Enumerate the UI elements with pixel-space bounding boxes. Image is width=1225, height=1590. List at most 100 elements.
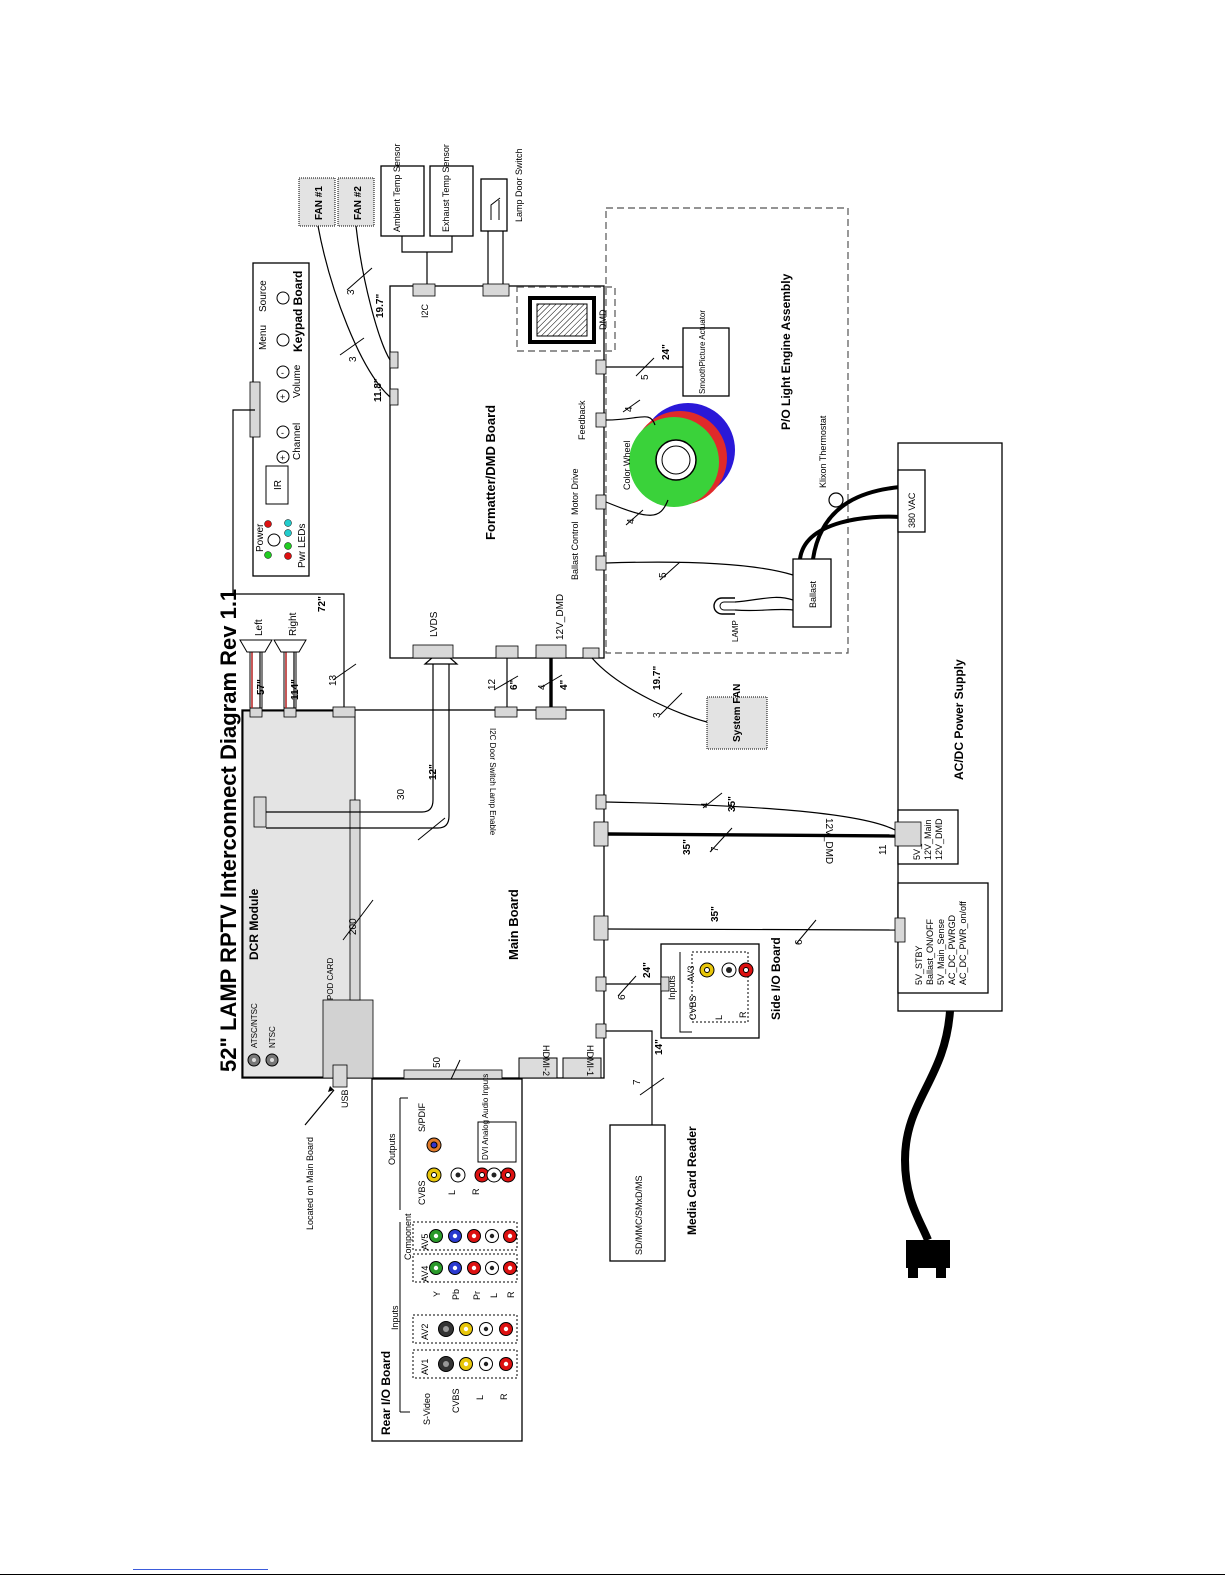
av4-pr-jack [467, 1261, 481, 1275]
in-l-label: L [475, 1395, 485, 1400]
rear-io-board [371, 1078, 523, 1442]
volume-down-button[interactable] [276, 365, 290, 379]
vac-label: 380 VAC [907, 492, 917, 528]
ambient-sensor-label: Ambient Temp Sensor [392, 144, 402, 232]
led-red-2 [284, 552, 292, 560]
power-button[interactable] [267, 533, 281, 547]
lamp-door-switch [480, 178, 508, 232]
wire-4b-label: 4 [700, 802, 711, 808]
ballast-control-conn [595, 555, 607, 571]
outputs-label: Outputs [387, 1133, 397, 1165]
v12dmd-formatter-conn [535, 644, 567, 659]
ntsc-label: NTSC [268, 1026, 277, 1048]
side-inputs-label: Inputs [667, 975, 677, 1000]
wire-5b-label: 5 [658, 572, 669, 578]
y-label: Y [432, 1291, 442, 1297]
in-cvbs-label: CVBS [451, 1388, 461, 1413]
keypad-board [252, 262, 310, 577]
av3-label: AV3 [686, 966, 696, 982]
diagram-title: 52" LAMP RPTV Interconnect Diagram Rev 1… [216, 589, 241, 1072]
ir-receiver [265, 465, 289, 505]
footer-link-underline[interactable] [133, 1569, 268, 1570]
comp-l-label: L [489, 1293, 499, 1298]
motor-wire [605, 499, 669, 516]
power-supply-label: AC/DC Power Supply [952, 659, 966, 780]
side-l-label: L [714, 1015, 724, 1020]
wire-57-label: 57" [256, 679, 267, 695]
av4-r-jack [503, 1261, 517, 1275]
lvds-connector [412, 644, 454, 659]
menu-button[interactable] [276, 333, 290, 347]
wire-4in-label: 4" [559, 679, 570, 690]
source-button[interactable] [276, 291, 290, 305]
klixon-label: Klixon Thermostat [818, 415, 828, 488]
av2-frame [412, 1314, 518, 1344]
hdmi-2-label: HDMI-2 [541, 1045, 551, 1076]
av5-l-jack [485, 1229, 499, 1243]
out-cvbs-jack [426, 1167, 442, 1183]
out-r-jack [474, 1167, 490, 1183]
source-label: Source [258, 280, 269, 312]
i2c-door-label: I2C Door Switch Lamp Enable [488, 728, 497, 836]
led-green-2 [284, 542, 292, 550]
channel-down-button[interactable] [276, 425, 290, 439]
dvi-audio-frame [477, 1121, 517, 1163]
rear-io-label: Rear I/O Board [379, 1351, 393, 1435]
left-speaker [239, 639, 273, 709]
exhaust-sensor-label: Exhaust Temp Sensor [441, 144, 451, 232]
inputs-label: Inputs [390, 1305, 400, 1330]
channel-up-button[interactable] [276, 450, 290, 464]
pr-label: Pr [472, 1291, 482, 1300]
av1-svideo-jack [438, 1356, 454, 1372]
av4-label: AV4 [420, 1266, 430, 1282]
volume-up-button[interactable] [276, 389, 290, 403]
out-l-jack [450, 1167, 466, 1183]
av5-pr-jack [467, 1229, 481, 1243]
dcr-lvds-connector [253, 796, 267, 828]
power-cord [900, 1010, 954, 1242]
av5-r-jack [503, 1229, 517, 1243]
led-green-1 [264, 551, 272, 559]
wire-35c-label: 35" [710, 906, 721, 922]
av2-l-jack [479, 1322, 493, 1336]
atsc-label: ATSC/NTSC [250, 1003, 259, 1048]
main-right-conn-1 [595, 794, 607, 810]
side-cvbs-jack [699, 962, 715, 978]
main-board-label: Main Board [506, 889, 521, 960]
side-l-jack [721, 962, 737, 978]
i2c-top-conn [412, 283, 436, 297]
ps-out1-conn [894, 821, 922, 847]
wire-72-label: 72" [317, 596, 328, 612]
ballast-label: Ballast [808, 580, 818, 608]
av1-cvbs-jack [459, 1357, 473, 1371]
wire-24b-label: 24" [661, 344, 672, 360]
av4-pb-jack [448, 1261, 462, 1275]
av5-label: AV5 [420, 1234, 430, 1250]
light-engine-outline [605, 207, 849, 654]
feedback-conn [595, 412, 607, 428]
dvi-audio-label: DVI Analog Audio Inputs [481, 1074, 490, 1160]
left-speaker-label: Left [254, 619, 265, 636]
main-right-conn-3 [593, 915, 609, 941]
motor-drive-conn [595, 494, 607, 510]
side-cvbs-label: CVBS [688, 995, 698, 1020]
fan-2 [337, 177, 375, 227]
power-plug [906, 1240, 950, 1278]
door-switch-wire [487, 231, 504, 284]
pb-label: Pb [451, 1289, 461, 1300]
wire-50-label: 50 [432, 1056, 443, 1068]
wire-14-label: 14" [654, 1039, 665, 1055]
side-io-label: Side I/O Board [769, 937, 783, 1020]
wire-24a-label: 24" [642, 962, 653, 978]
menu-label: Menu [258, 325, 269, 350]
dvi-r-jack [500, 1167, 516, 1183]
wire-4d-label: 4 [626, 518, 637, 524]
component-label: Component [403, 1213, 413, 1260]
wire-35a-label: 35" [727, 796, 738, 812]
ballast-control-label: Ballast Control [570, 521, 580, 580]
hdmi-1-label: HDMI-1 [585, 1045, 595, 1076]
av1-label: AV1 [420, 1359, 430, 1375]
main-psu-heavy-wire [607, 832, 896, 838]
svg-text:+: + [280, 392, 285, 402]
